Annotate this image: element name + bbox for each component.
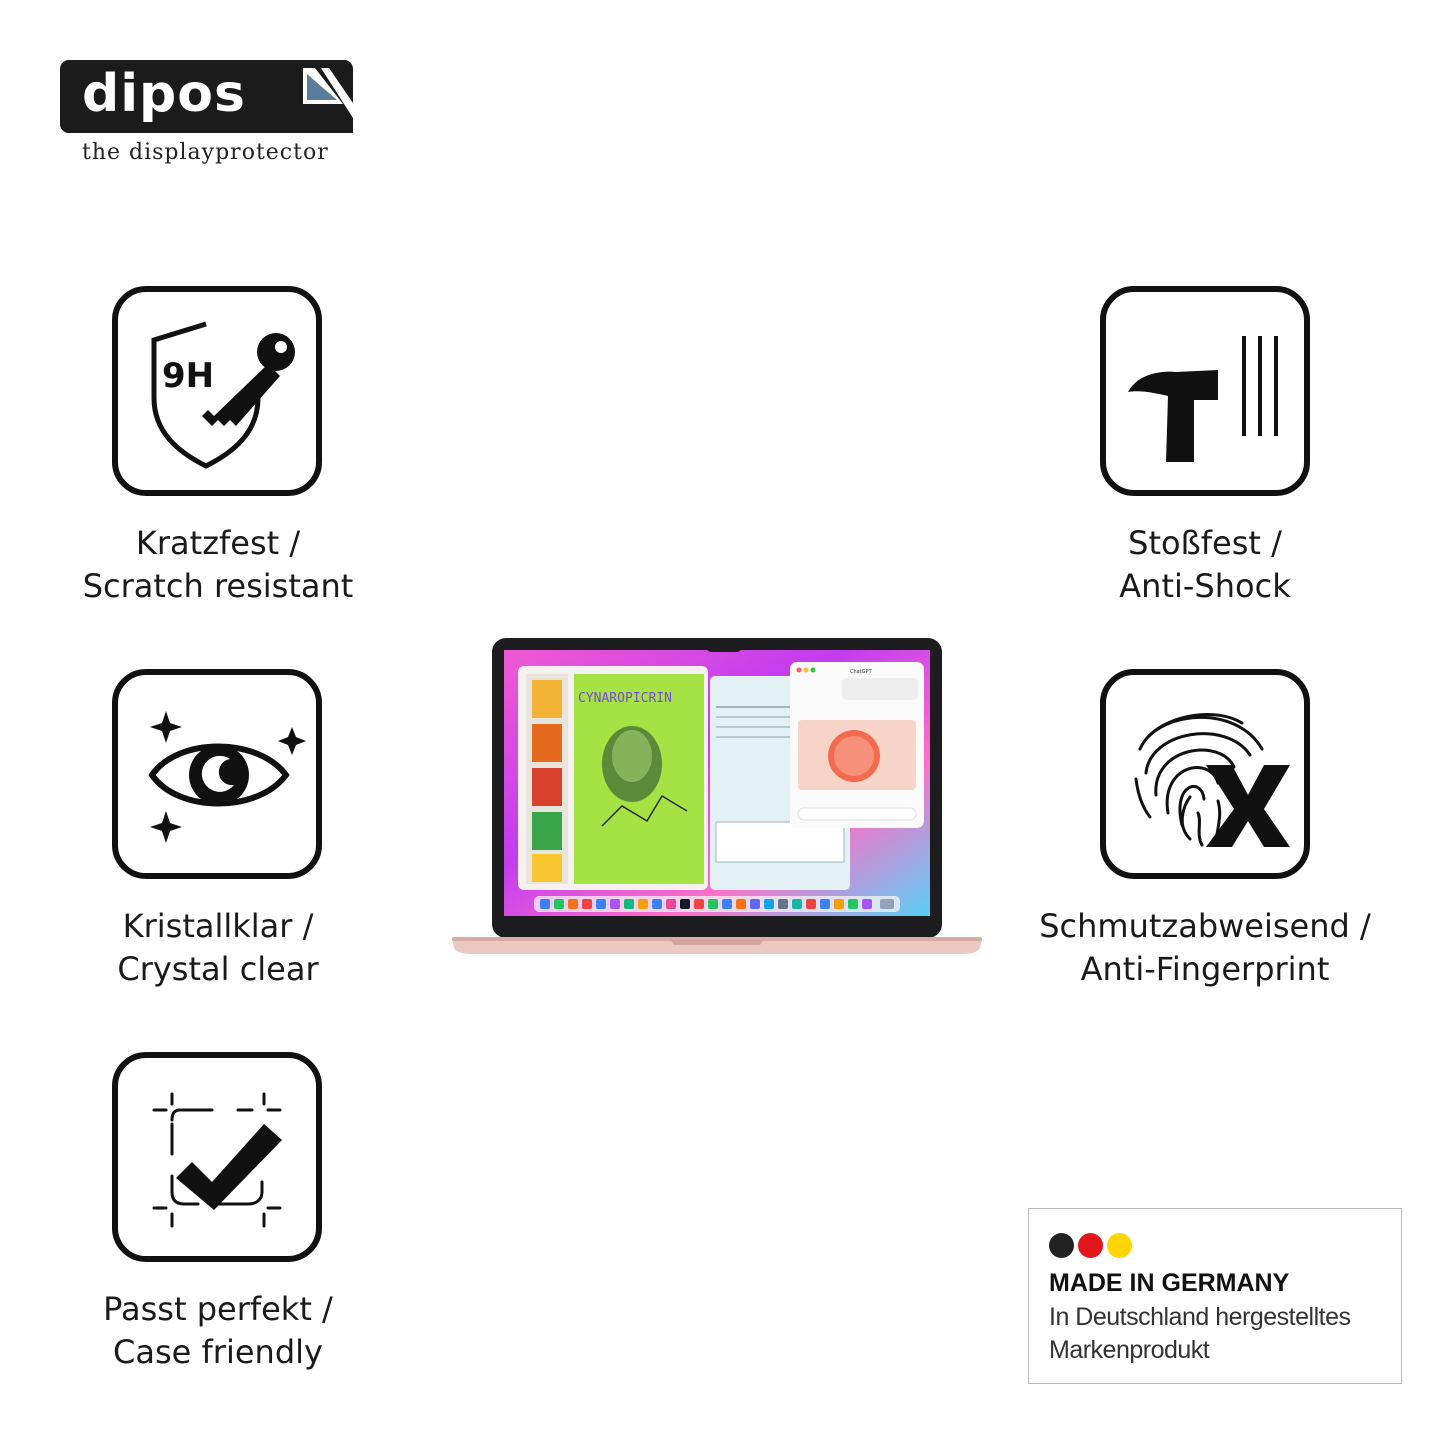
laptop-base bbox=[452, 939, 982, 954]
feature-tile-fingerprint bbox=[1100, 669, 1310, 879]
caption-line-en: Anti-Fingerprint bbox=[1080, 950, 1330, 988]
feature-caption-scratch: Kratzfest / Scratch resistant bbox=[60, 522, 376, 608]
chat-title: ChatGPT bbox=[850, 669, 873, 675]
dipos-logo: dipos the displayprotector bbox=[60, 60, 355, 175]
svg-text:9H: 9H bbox=[162, 356, 214, 396]
feature-caption-fingerprint: Schmutzabweisend / Anti-Fingerprint bbox=[1020, 905, 1390, 991]
flag-dot-gold bbox=[1107, 1233, 1132, 1258]
sparkling-eye-icon bbox=[148, 711, 306, 843]
caption-line-de: Schmutzabweisend / bbox=[1039, 907, 1371, 945]
caption-line-de: Kristallklar / bbox=[122, 907, 314, 945]
logo-brand-text: dipos bbox=[82, 64, 246, 124]
feature-tile-clear bbox=[112, 669, 322, 879]
flag-dot-red bbox=[1078, 1233, 1103, 1258]
subtitle-line-1: In Deutschland hergestelltes bbox=[1049, 1303, 1351, 1331]
flag-dot-black bbox=[1049, 1233, 1074, 1258]
shield-9h-key-icon: 9H bbox=[151, 321, 295, 469]
camera-notch bbox=[707, 638, 741, 652]
germany-flag-dots-icon bbox=[1049, 1233, 1136, 1262]
feature-caption-clear: Kristallklar / Crystal clear bbox=[60, 905, 376, 991]
caption-line-en: Crystal clear bbox=[117, 950, 319, 988]
caption-line-en: Case friendly bbox=[113, 1333, 323, 1371]
frame-checkmark-icon bbox=[152, 1092, 282, 1228]
feature-tile-fit bbox=[112, 1052, 322, 1262]
feature-caption-shock: Stoßfest / Anti-Shock bbox=[1060, 522, 1350, 608]
made-in-germany-title: MADE IN GERMANY bbox=[1049, 1269, 1290, 1297]
caption-line-de: Passt perfekt / bbox=[103, 1290, 333, 1328]
subtitle-line-2: Markenprodukt bbox=[1049, 1336, 1210, 1364]
logo-page-curl-icon bbox=[297, 60, 353, 133]
feature-tile-shock bbox=[1100, 286, 1310, 496]
feature-caption-fit: Passt perfekt / Case friendly bbox=[60, 1288, 376, 1374]
caption-line-de: Stoßfest / bbox=[1128, 524, 1282, 562]
feature-tile-scratch: 9H bbox=[112, 286, 322, 496]
fingerprint-cross-icon bbox=[1134, 712, 1290, 847]
hammer-impact-icon bbox=[1128, 336, 1278, 462]
made-in-germany-badge: MADE IN GERMANY In Deutschland hergestel… bbox=[1028, 1208, 1402, 1384]
caption-line-de: Kratzfest / bbox=[135, 524, 301, 562]
trackpad-notch bbox=[670, 939, 764, 945]
caption-line-en: Anti-Shock bbox=[1119, 567, 1291, 605]
caption-line-en: Scratch resistant bbox=[82, 567, 354, 605]
screen-heading: CYNAROPICRIN bbox=[578, 691, 672, 706]
logo-tagline: the displayprotector bbox=[82, 140, 329, 165]
made-in-germany-subtitle: In Deutschland hergestelltes Markenprodu… bbox=[1049, 1301, 1351, 1367]
macbook-illustration: CYNAROPICRIN ChatGPT bbox=[452, 638, 982, 954]
